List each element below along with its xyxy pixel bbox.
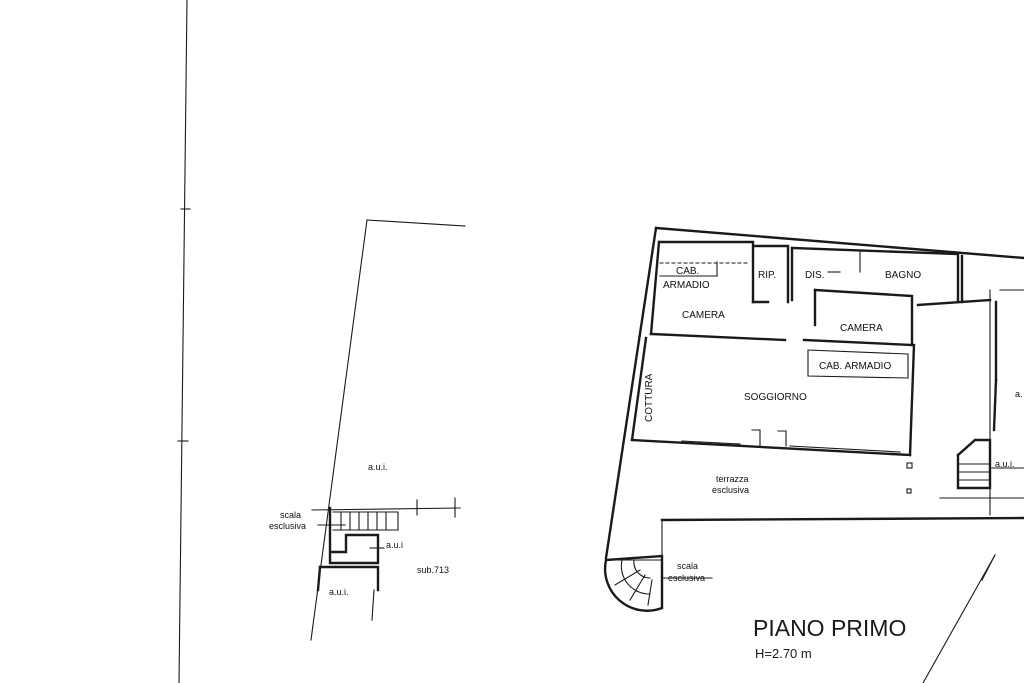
label-rip: RIP. [758, 270, 776, 281]
aui-left-mid: a.u.i [386, 540, 403, 550]
aui-left-bottom: a.u.i. [329, 587, 349, 597]
label-soggiorno: SOGGIORNO [744, 392, 807, 403]
reference-line [177, 0, 191, 683]
label-terrazza: terrazza [716, 474, 749, 484]
room-labels: CAB. ARMADIO RIP. DIS. BAGNO CAMERA CAME… [644, 266, 921, 495]
label-camera-left: CAMERA [682, 310, 725, 321]
left-plot [310, 219, 466, 641]
label-bagno: BAGNO [885, 270, 921, 281]
annotations: a.u.i. a.u.i a.u.i. sub.713 scala esclus… [269, 389, 1023, 597]
label-cab: CAB. [676, 266, 699, 277]
apartment-plan [603, 226, 1024, 683]
aui-right: a.u.i. [995, 459, 1015, 469]
scala-right-2: esclusiva [668, 573, 705, 583]
label-cab-armadio-2: CAB. ARMADIO [819, 361, 891, 372]
label-camera-right: CAMERA [840, 323, 883, 334]
floor-title: PIANO PRIMO [753, 615, 906, 641]
scala-right-1: scala [677, 561, 698, 571]
floor-height: H=2.70 m [755, 646, 812, 661]
label-cottura: COTTURA [644, 373, 655, 422]
label-dis: DIS. [805, 270, 824, 281]
aui-left-top: a.u.i. [368, 462, 388, 472]
plan-title: PIANO PRIMO H=2.70 m [753, 615, 906, 661]
scala-left-2: esclusiva [269, 521, 306, 531]
label-armadio: ARMADIO [663, 280, 710, 291]
label-esclusiva: esclusiva [712, 485, 749, 495]
aui-edge: a. [1015, 389, 1023, 399]
sub-number: sub.713 [417, 565, 449, 575]
scala-left-1: scala [280, 510, 301, 520]
